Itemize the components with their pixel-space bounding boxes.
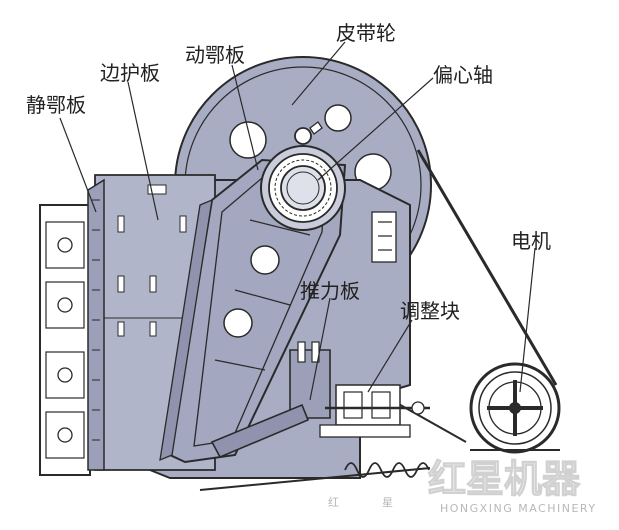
label-toggle-plate: 推力板	[300, 279, 360, 303]
eccentric-shaft	[260, 121, 346, 231]
watermark-small-1: 红	[328, 496, 341, 509]
watermark-small-2: 星	[382, 496, 395, 509]
label-eccentric-shaft: 偏心轴	[433, 63, 493, 87]
toggle-plate-assembly	[199, 341, 431, 491]
label-adjusting-block: 调整块	[400, 299, 460, 323]
label-motor: 电机	[511, 229, 551, 253]
movable-jaw	[159, 158, 347, 464]
motor	[469, 362, 561, 454]
label-belt-pulley: 皮带轮	[336, 21, 396, 45]
label-side-guard: 边护板	[100, 61, 160, 85]
leader-lines	[59, 41, 536, 401]
watermark-brand-en: HONGXING MACHINERY	[440, 502, 597, 515]
fixed-jaw-frame	[39, 178, 105, 476]
adjusting-block	[319, 384, 430, 438]
brand-watermark: 红 星 红星机器 HONGXING MACHINERY	[328, 456, 597, 515]
tension-spring	[344, 462, 430, 478]
label-fixed-jaw: 静鄂板	[26, 93, 86, 117]
watermark-brand: 红星机器	[428, 457, 581, 501]
label-movable-jaw: 动鄂板	[185, 43, 245, 67]
